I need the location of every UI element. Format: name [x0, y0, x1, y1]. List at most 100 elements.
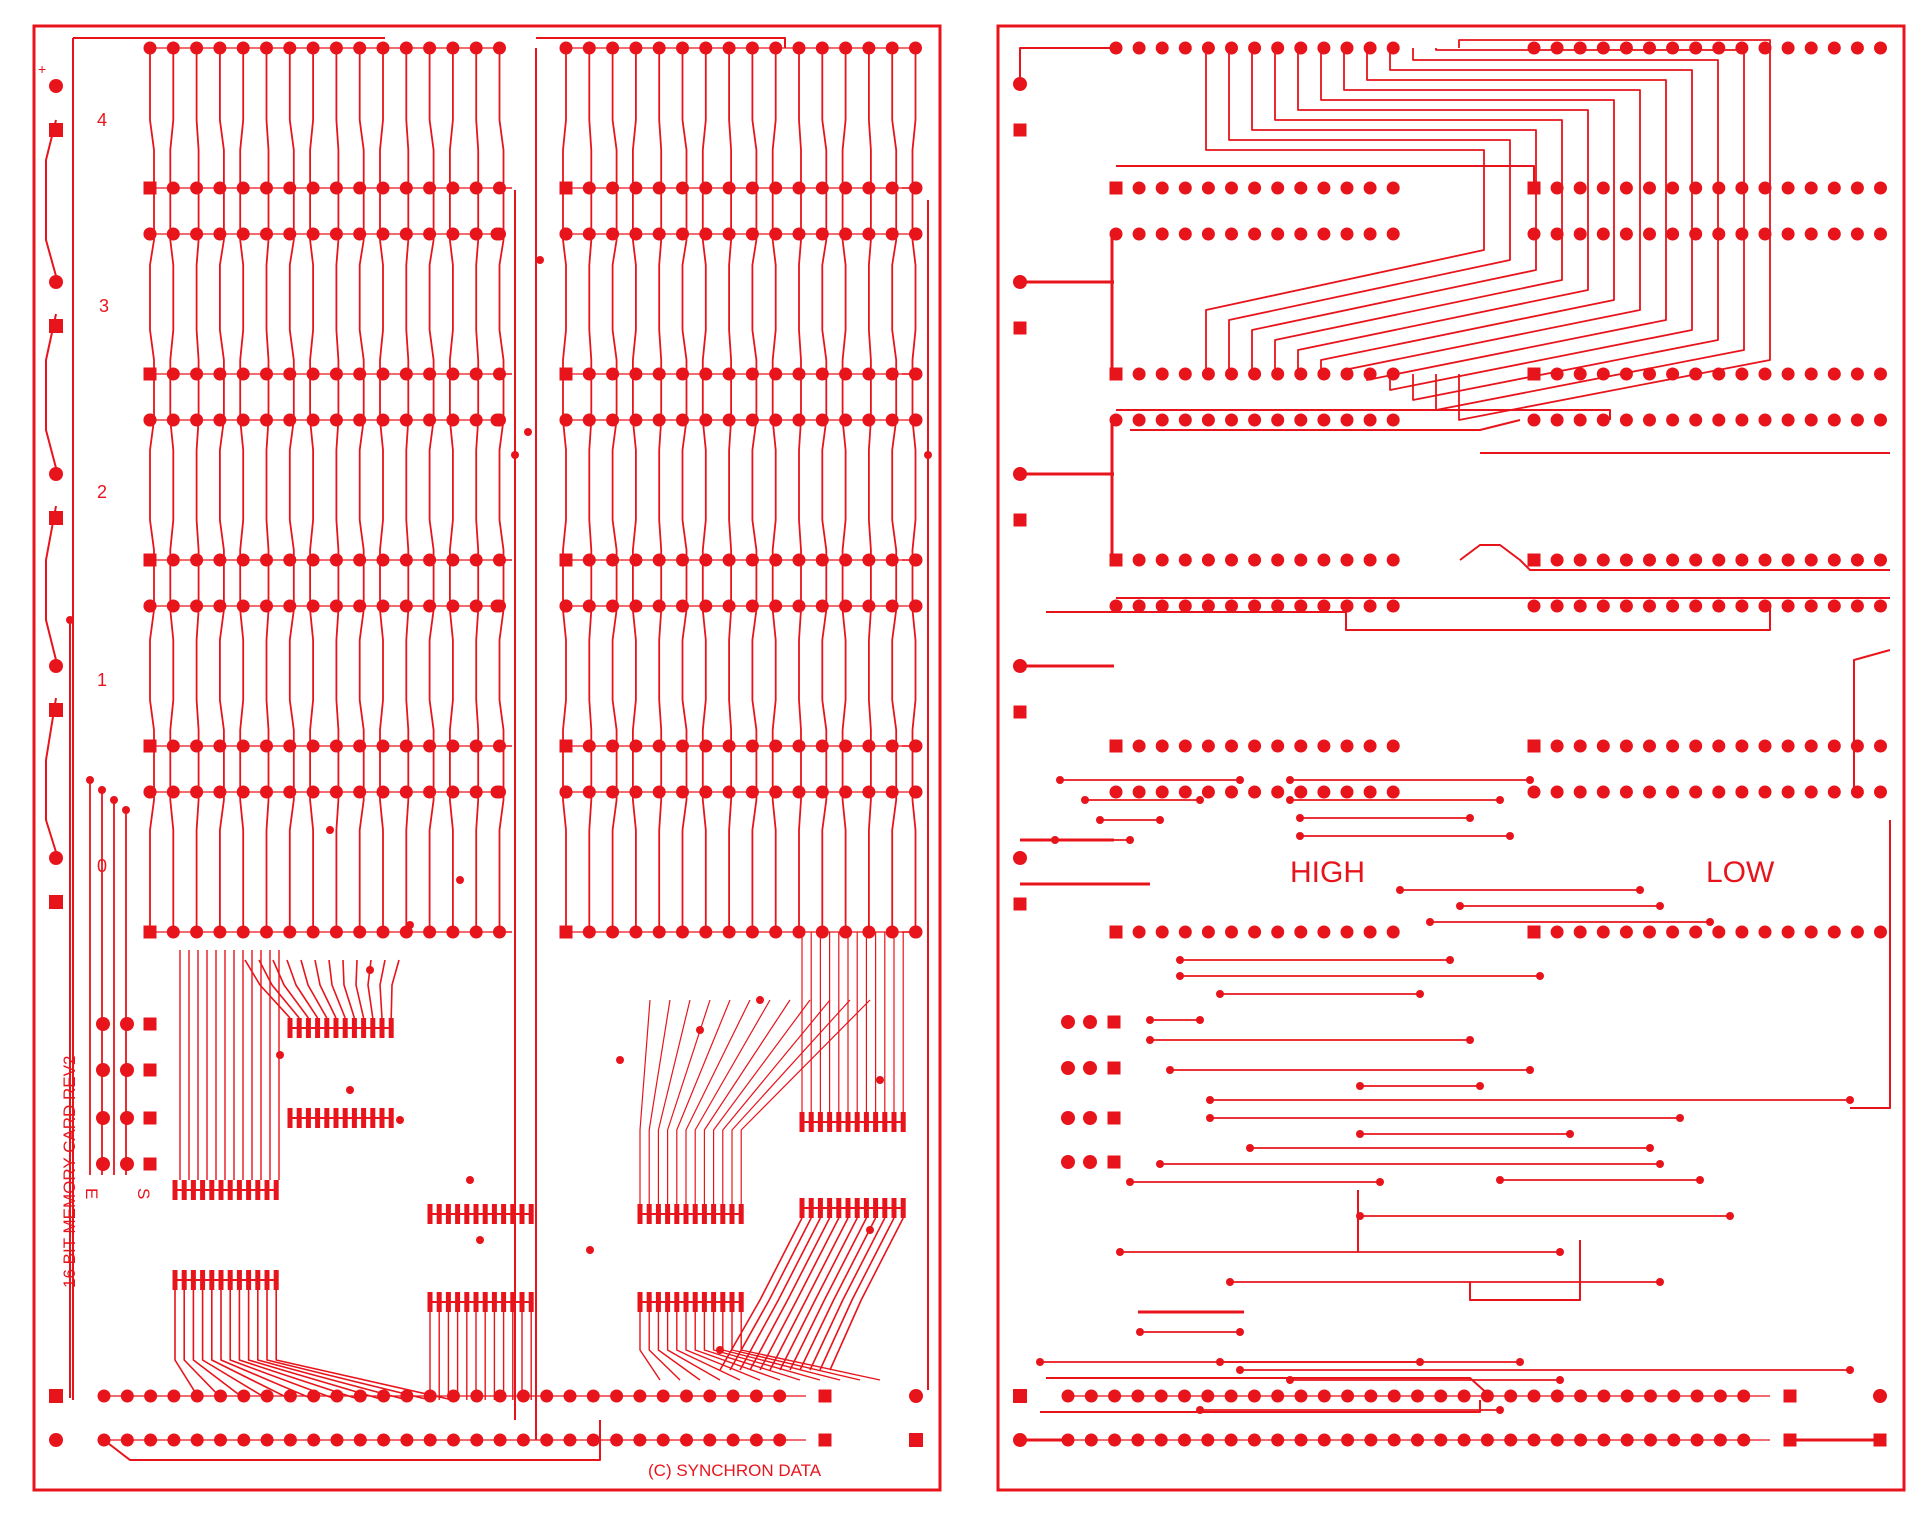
- solder-pad: [1573, 41, 1587, 55]
- trace: [1046, 1377, 1491, 1397]
- solder-pad: [909, 227, 923, 241]
- solder-pad: [1827, 739, 1841, 753]
- trace: [694, 999, 771, 1204]
- square-pad: [1107, 1155, 1121, 1169]
- solder-pad: [1294, 925, 1308, 939]
- solder-pad: [909, 1389, 923, 1403]
- solder-pad: [1781, 739, 1795, 753]
- solder-pad: [1317, 413, 1331, 427]
- solder-pad: [1294, 413, 1308, 427]
- solder-pad: [1317, 41, 1331, 55]
- solder-pad: [1619, 367, 1633, 381]
- trace: [358, 48, 365, 932]
- solder-pad: [1132, 227, 1146, 241]
- trace: [819, 1217, 895, 1371]
- solder-pad: [1619, 413, 1633, 427]
- solder-pad: [1216, 1358, 1224, 1366]
- solder-pad: [1550, 739, 1564, 753]
- solder-pad: [1109, 599, 1123, 613]
- trace: [749, 1217, 831, 1371]
- right-board-traces: [1013, 39, 1891, 1447]
- trace: [1116, 409, 1611, 420]
- solder-pad: [1271, 599, 1285, 613]
- solder-pad: [1827, 41, 1841, 55]
- trace: [712, 999, 811, 1204]
- trace: [1459, 544, 1890, 571]
- solder-pad: [1286, 776, 1294, 784]
- trace: [328, 959, 346, 1019]
- selector-label-s: S: [134, 1188, 153, 1199]
- square-pad: [143, 1111, 157, 1125]
- solder-pad: [1340, 227, 1354, 241]
- trace: [798, 48, 802, 932]
- solder-pad: [1573, 181, 1587, 195]
- solder-pad: [143, 785, 157, 799]
- solder-pad: [1083, 1111, 1097, 1125]
- solder-pad: [1827, 181, 1841, 195]
- solder-pad: [1666, 413, 1680, 427]
- solder-pad: [490, 785, 504, 799]
- solder-pad: [1236, 776, 1244, 784]
- solder-pad: [1296, 832, 1304, 840]
- solder-pad: [1735, 413, 1749, 427]
- solder-pad: [1850, 739, 1864, 753]
- trace: [275, 1290, 454, 1401]
- solder-pad: [1294, 553, 1308, 567]
- solder-pad: [1248, 553, 1262, 567]
- solder-pad: [1132, 367, 1146, 381]
- solder-pad: [1526, 776, 1534, 784]
- solder-pad: [1456, 902, 1464, 910]
- solder-pad: [1225, 553, 1238, 567]
- solder-pad: [1712, 739, 1726, 753]
- solder-pad: [1566, 1130, 1574, 1138]
- solder-pad: [1226, 1278, 1234, 1286]
- solder-pad: [1132, 785, 1146, 799]
- solder-pad: [756, 996, 764, 1004]
- solder-pad: [1178, 925, 1192, 939]
- solder-pad: [1556, 1376, 1564, 1384]
- solder-pad: [1446, 956, 1454, 964]
- solder-pad: [110, 796, 118, 804]
- solder-pad: [1271, 227, 1285, 241]
- trace: [676, 1312, 741, 1381]
- square-pad: [1527, 925, 1541, 939]
- solder-pad: [1116, 1248, 1124, 1256]
- solder-pad: [120, 1111, 134, 1125]
- solder-pad: [1850, 41, 1864, 55]
- trace: [685, 999, 751, 1204]
- solder-pad: [1178, 599, 1192, 613]
- trace: [740, 999, 871, 1204]
- solder-pad: [1527, 227, 1541, 241]
- trace: [799, 1217, 877, 1371]
- solder-pad: [1386, 739, 1400, 753]
- solder-pad: [1712, 553, 1726, 567]
- trace: [731, 999, 851, 1204]
- solder-pad: [1466, 814, 1474, 822]
- row-label-0: 0: [97, 856, 107, 876]
- solder-pad: [1178, 181, 1192, 195]
- square-pad: [1783, 1389, 1797, 1403]
- trace: [759, 1217, 840, 1371]
- solder-pad: [49, 467, 63, 481]
- solder-pad: [1556, 1248, 1564, 1256]
- solder-pad: [1013, 851, 1027, 865]
- solder-pad: [1758, 785, 1772, 799]
- left-board: + 4 3 2 1 0 16 BIT MEMORY CARD REV2 E S …: [32, 24, 942, 1492]
- square-pad: [49, 123, 63, 137]
- trace: [300, 959, 328, 1019]
- solder-pad: [1758, 739, 1772, 753]
- trace: [1251, 48, 1537, 374]
- solder-pad: [1643, 367, 1656, 381]
- solder-pad: [1146, 1036, 1154, 1044]
- trace: [666, 999, 711, 1204]
- solder-pad: [1317, 181, 1331, 195]
- solder-pad: [1155, 739, 1169, 753]
- square-pad: [1013, 513, 1027, 527]
- solder-pad: [1850, 227, 1864, 241]
- solder-pad: [1781, 41, 1795, 55]
- solder-pad: [1666, 227, 1680, 241]
- high-label: HIGH: [1290, 856, 1365, 889]
- solder-pad: [490, 227, 504, 241]
- solder-pad: [1294, 181, 1308, 195]
